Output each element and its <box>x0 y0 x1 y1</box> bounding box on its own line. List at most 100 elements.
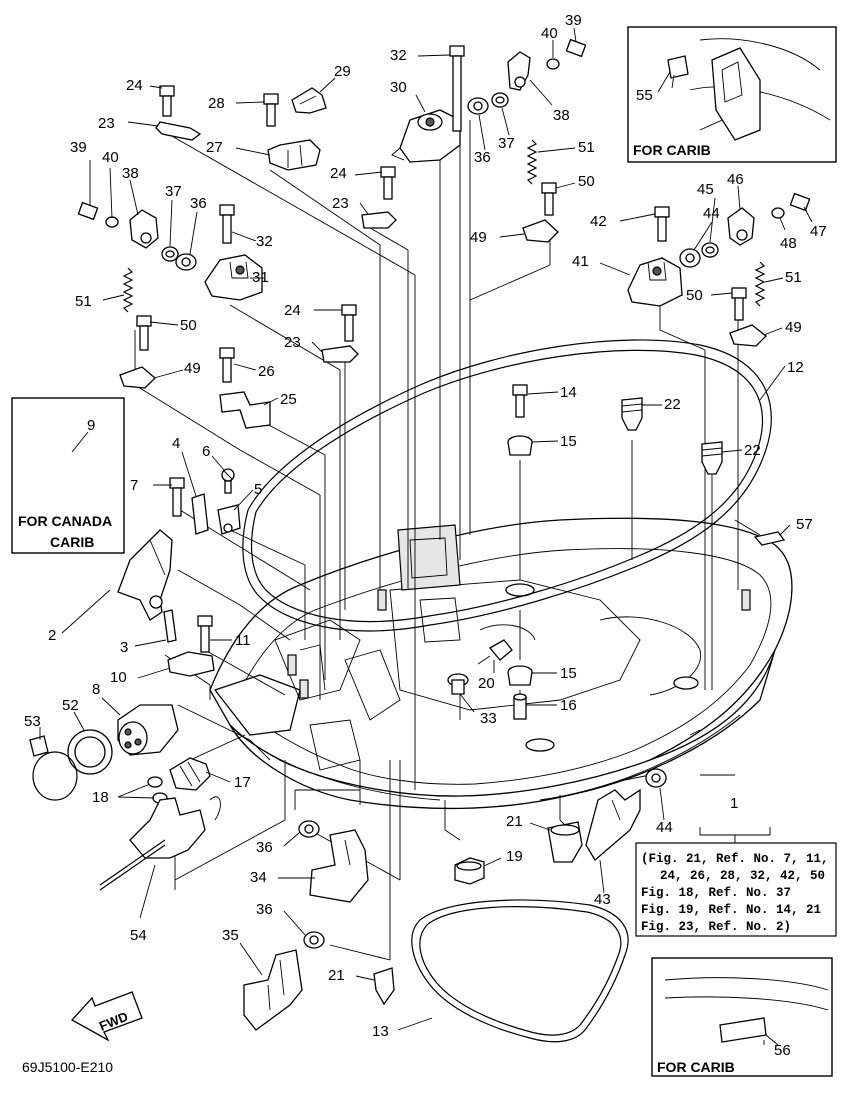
grommet-23-right <box>321 345 359 363</box>
spring-51-right <box>754 261 766 307</box>
callout-53: 53 <box>24 713 41 730</box>
callout-17: 17 <box>234 774 251 791</box>
callout-3: 3 <box>120 639 128 656</box>
callout-47: 47 <box>810 223 827 240</box>
callout-24-mid: 24 <box>330 165 347 182</box>
callout-1: 1 <box>730 795 738 812</box>
callout-50-top: 50 <box>578 173 595 190</box>
latch-38-top <box>507 51 531 91</box>
callout-31: 31 <box>252 269 269 286</box>
callout-51-left: 51 <box>75 293 92 310</box>
callout-23-top: 23 <box>98 115 115 132</box>
ring-52 <box>67 729 113 775</box>
housing-41 <box>627 257 683 307</box>
note-line-2: 24, 26, 28, 32, 42, 50 <box>660 869 825 883</box>
note-line-1: (Fig. 21, Ref. No. 7, 11, <box>641 852 829 866</box>
clip-4 <box>191 493 209 535</box>
callout-20: 20 <box>478 675 495 692</box>
callout-38-left: 38 <box>122 165 139 182</box>
bolt-50-left <box>136 315 152 351</box>
washer-40-top <box>546 58 560 70</box>
callout-41: 41 <box>572 253 589 270</box>
callout-24-right: 24 <box>284 302 301 319</box>
grommet-23-mid <box>361 211 397 229</box>
label-57 <box>753 531 786 546</box>
callout-15-top: 15 <box>560 433 577 450</box>
inset-canada-line2: CARIB <box>50 534 94 550</box>
clip-21-right <box>547 821 583 863</box>
callout-19: 19 <box>506 848 523 865</box>
bushing-44-lower <box>645 768 667 788</box>
inset-canada-carib: FOR CANADA CARIB <box>11 397 125 554</box>
callout-40-left: 40 <box>102 149 119 166</box>
drawing-code: 69J5100-E210 <box>22 1059 113 1075</box>
plug-22-top <box>621 397 643 431</box>
housing-31 <box>204 254 263 301</box>
spring-51-top <box>526 139 538 185</box>
callout-50-right: 50 <box>686 287 703 304</box>
bushing-36-lower-a <box>298 820 320 838</box>
callout-22-bottom: 22 <box>744 442 761 459</box>
callout-51-top: 51 <box>578 139 595 156</box>
bolt-14 <box>512 384 528 418</box>
screw-6 <box>221 468 235 494</box>
callout-8: 8 <box>92 681 100 698</box>
screw-39-left <box>77 201 99 221</box>
bushing-44-top <box>679 248 701 268</box>
washer-40-left <box>105 216 119 228</box>
callout-28: 28 <box>208 95 225 112</box>
plate-49-left <box>119 366 156 389</box>
bracket-10 <box>167 651 215 677</box>
plug-33 <box>447 673 469 695</box>
callout-40-top: 40 <box>541 25 558 42</box>
callout-49-right: 49 <box>785 319 802 336</box>
guide-lines <box>134 120 761 961</box>
bolt-50-top <box>541 182 557 216</box>
note-line-3: Fig. 18, Ref. No. 37 <box>641 886 791 900</box>
callout-16: 16 <box>560 697 577 714</box>
bushing-36-top <box>467 97 489 115</box>
latch-46 <box>727 207 755 246</box>
bottom-cowling <box>209 517 793 810</box>
bracket-34 <box>309 829 369 903</box>
callout-37-left: 37 <box>165 183 182 200</box>
collar-16 <box>513 693 527 720</box>
callout-45: 45 <box>697 181 714 198</box>
callout-5: 5 <box>254 481 262 498</box>
callout-34: 34 <box>250 869 267 886</box>
callout-22-top: 22 <box>664 396 681 413</box>
callout-21-bottom: 21 <box>328 967 345 984</box>
callout-27: 27 <box>206 139 223 156</box>
holder-5 <box>217 504 241 535</box>
lever-2 <box>117 529 173 621</box>
callout-39-top: 39 <box>565 12 582 29</box>
callout-21-right: 21 <box>506 813 523 830</box>
callout-52: 52 <box>62 697 79 714</box>
holder-54 <box>99 796 221 891</box>
callout-4: 4 <box>172 435 180 452</box>
callout-30: 30 <box>390 79 407 96</box>
callout-6: 6 <box>202 443 210 460</box>
seal-13 <box>411 899 629 1043</box>
callout-25: 25 <box>280 391 297 408</box>
inset-carib-top-label: FOR CARIB <box>633 142 711 158</box>
callout-36-top: 36 <box>474 149 491 166</box>
housing-30 <box>391 109 461 163</box>
latch-38-left <box>129 209 159 249</box>
inset-carib-top: FOR CARIB <box>627 26 837 163</box>
grommet-23-top <box>155 121 202 141</box>
callout-37-top: 37 <box>498 135 515 152</box>
callout-43: 43 <box>594 891 611 908</box>
screw-20 <box>477 639 513 665</box>
clip-29 <box>291 87 327 114</box>
bolt-42 <box>654 206 670 242</box>
reference-note: (Fig. 21, Ref. No. 7, 11, 24, 26, 28, 32… <box>635 827 837 937</box>
callout-44-lower: 44 <box>656 819 673 836</box>
callout-36-left: 36 <box>190 195 207 212</box>
plate-49-right <box>729 324 767 347</box>
bolt-24-right <box>341 304 357 342</box>
bushing-36-left <box>175 253 197 271</box>
bolt-26 <box>219 347 235 383</box>
